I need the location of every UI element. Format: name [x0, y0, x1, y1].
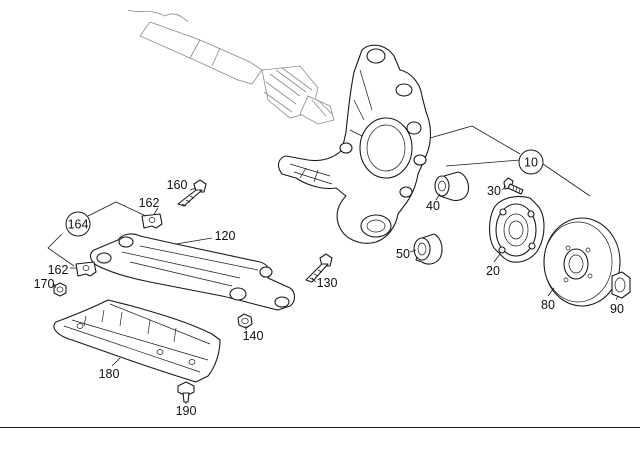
callout-162-lower: 162: [48, 263, 69, 277]
steering-knuckle: [277, 44, 432, 244]
eccentric-washer-162a: [141, 213, 163, 229]
wheel-hub-20: [488, 195, 545, 263]
bolt-160: [177, 179, 207, 207]
callout-180: 180: [99, 367, 120, 381]
callout-labels: 10 20 30 40 50 80 90 120 130 140 160 162…: [34, 156, 624, 419]
callout-30: 30: [487, 184, 501, 198]
callout-164-circle: [65, 211, 91, 237]
drive-shaft: [127, 9, 335, 125]
callout-162-upper: 162: [139, 196, 160, 210]
callout-90: 90: [610, 302, 624, 316]
callout-40: 40: [426, 199, 440, 213]
nut-90: [611, 271, 631, 299]
callout-10-circle: [518, 149, 544, 175]
bolt-30: [503, 177, 524, 195]
bolt-130: [305, 253, 333, 283]
callout-120: 120: [215, 229, 236, 243]
nut-170: [53, 282, 67, 297]
callout-160: 160: [167, 178, 188, 192]
bushing-40: [434, 171, 470, 202]
leader-lines: [47, 125, 619, 404]
callout-80: 80: [541, 298, 555, 312]
callout-190: 190: [176, 404, 197, 418]
callout-130: 130: [317, 276, 338, 290]
eccentric-washer-162b: [75, 261, 97, 277]
bolt-190: [177, 381, 195, 403]
callout-50: 50: [396, 247, 410, 261]
cover-180: [53, 299, 221, 383]
callout-140: 140: [243, 329, 264, 343]
callout-20: 20: [486, 264, 500, 278]
callout-170: 170: [34, 277, 55, 291]
brake-disc-80: [543, 217, 621, 307]
nut-140: [237, 313, 253, 329]
callout-164: 164: [68, 218, 89, 232]
bushing-50: [413, 233, 443, 265]
callout-10: 10: [524, 156, 538, 170]
control-arm-120: [89, 233, 296, 311]
